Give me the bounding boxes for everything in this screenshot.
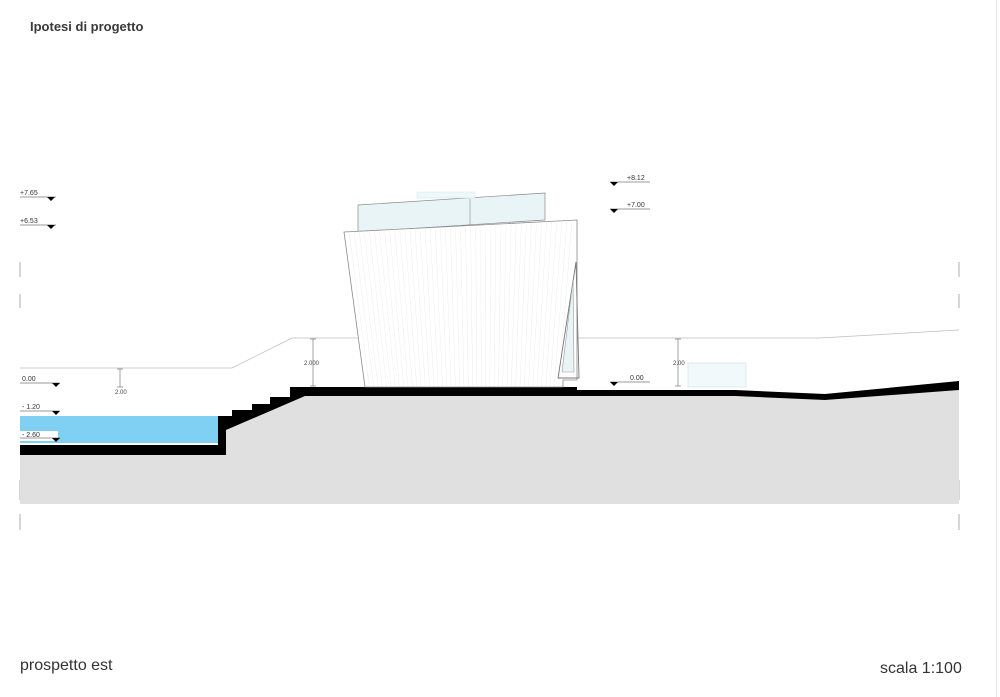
svg-text:0.00: 0.00 <box>22 376 36 383</box>
level-marker-left-top: +7.65 <box>20 190 56 201</box>
facade-cladding-line <box>455 226 460 387</box>
facade-cladding-line <box>353 231 374 387</box>
facade-cladding-line <box>394 229 409 387</box>
level-marker-water-1: - 1.20 <box>20 404 60 415</box>
facade-cladding-line <box>369 230 387 387</box>
dimension-left <box>117 368 123 388</box>
facade-cladding-line <box>515 222 522 387</box>
facade-cladding-line <box>348 231 370 387</box>
drawing-title: Ipotesi di progetto <box>30 19 144 34</box>
facade-cladding-line <box>364 230 383 387</box>
facade-cladding-line <box>541 221 552 387</box>
facade-cladding-line <box>545 221 557 387</box>
facade-cladding-line <box>384 229 400 387</box>
sheet-edge <box>996 0 997 697</box>
facade-cladding-line <box>439 227 448 387</box>
level-marker-right-top: +8.12 <box>610 175 650 186</box>
facade-cladding-line <box>445 226 452 387</box>
dimension-right-label: 2.00 <box>673 361 685 367</box>
facade-cladding-line <box>502 223 507 387</box>
facade-cladding-line <box>470 225 473 387</box>
ground-slab <box>20 381 959 455</box>
glass-volume <box>357 191 546 233</box>
facade-cladding-line <box>404 228 417 387</box>
ground-section <box>20 390 959 504</box>
facade-cladding-line <box>429 227 439 387</box>
level-marker-water-2: - 2.60 <box>20 432 60 442</box>
scale-label: scala 1:100 <box>880 660 962 677</box>
facade-cladding-line <box>389 229 404 387</box>
terrain-outline <box>20 337 359 369</box>
facade-cladding-line <box>528 222 537 387</box>
facade-cladding-line <box>434 227 443 387</box>
facade-cladding-line <box>450 226 456 387</box>
facade-cladding-line <box>460 225 465 387</box>
dimension-right <box>675 338 681 387</box>
svg-text:+7.00: +7.00 <box>627 202 645 209</box>
facade-cladding-line <box>374 230 392 387</box>
facade-cladding-line <box>358 231 379 387</box>
facade-cladding-line <box>489 224 492 387</box>
facade-cladding-line <box>554 220 568 387</box>
svg-text:+6.53: +6.53 <box>20 218 38 225</box>
facade-cladding-line <box>498 223 502 387</box>
svg-text:+8.12: +8.12 <box>627 175 645 182</box>
facade-cladding-line <box>424 227 435 387</box>
facade-cladding-line <box>475 225 478 387</box>
small-pavilion <box>687 362 747 388</box>
facade-cladding-line <box>414 228 426 387</box>
svg-text:- 2.60: - 2.60 <box>22 432 40 439</box>
facade-cladding-line <box>379 230 396 387</box>
facade-cladding-line <box>532 221 542 387</box>
svg-text:- 1.20: - 1.20 <box>22 404 40 411</box>
dimension-left-label: 2.00 <box>115 390 127 396</box>
level-marker-left-zero: 0.00 <box>20 376 60 387</box>
level-marker-right-zero: 0.00 <box>610 375 650 386</box>
terrain-outline-right <box>577 329 960 339</box>
facade-cladding-line <box>465 225 469 387</box>
facade-cladding-line <box>506 223 512 387</box>
facade-cladding-line <box>419 228 430 387</box>
facade-cladding-line <box>549 220 563 387</box>
svg-text:+7.65: +7.65 <box>20 190 38 197</box>
dimension-center <box>310 338 316 387</box>
view-name: prospetto est <box>20 657 113 674</box>
facade-cladding-line <box>524 222 532 387</box>
facade-cladding-line <box>493 224 497 387</box>
facade-cladding-line <box>399 229 413 387</box>
dimension-center-label: 2.000 <box>304 361 320 367</box>
facade-cladding-line <box>511 223 517 387</box>
facade-cladding-line <box>519 222 527 387</box>
facade-cladding-line <box>409 228 422 387</box>
building-facade <box>343 219 580 388</box>
facade-cladding-line <box>536 221 547 387</box>
water-label-band <box>20 431 58 441</box>
svg-text:0.00: 0.00 <box>630 375 644 382</box>
level-marker-right-second: +7.00 <box>610 202 650 213</box>
level-marker-left-second: +6.53 <box>20 218 56 229</box>
